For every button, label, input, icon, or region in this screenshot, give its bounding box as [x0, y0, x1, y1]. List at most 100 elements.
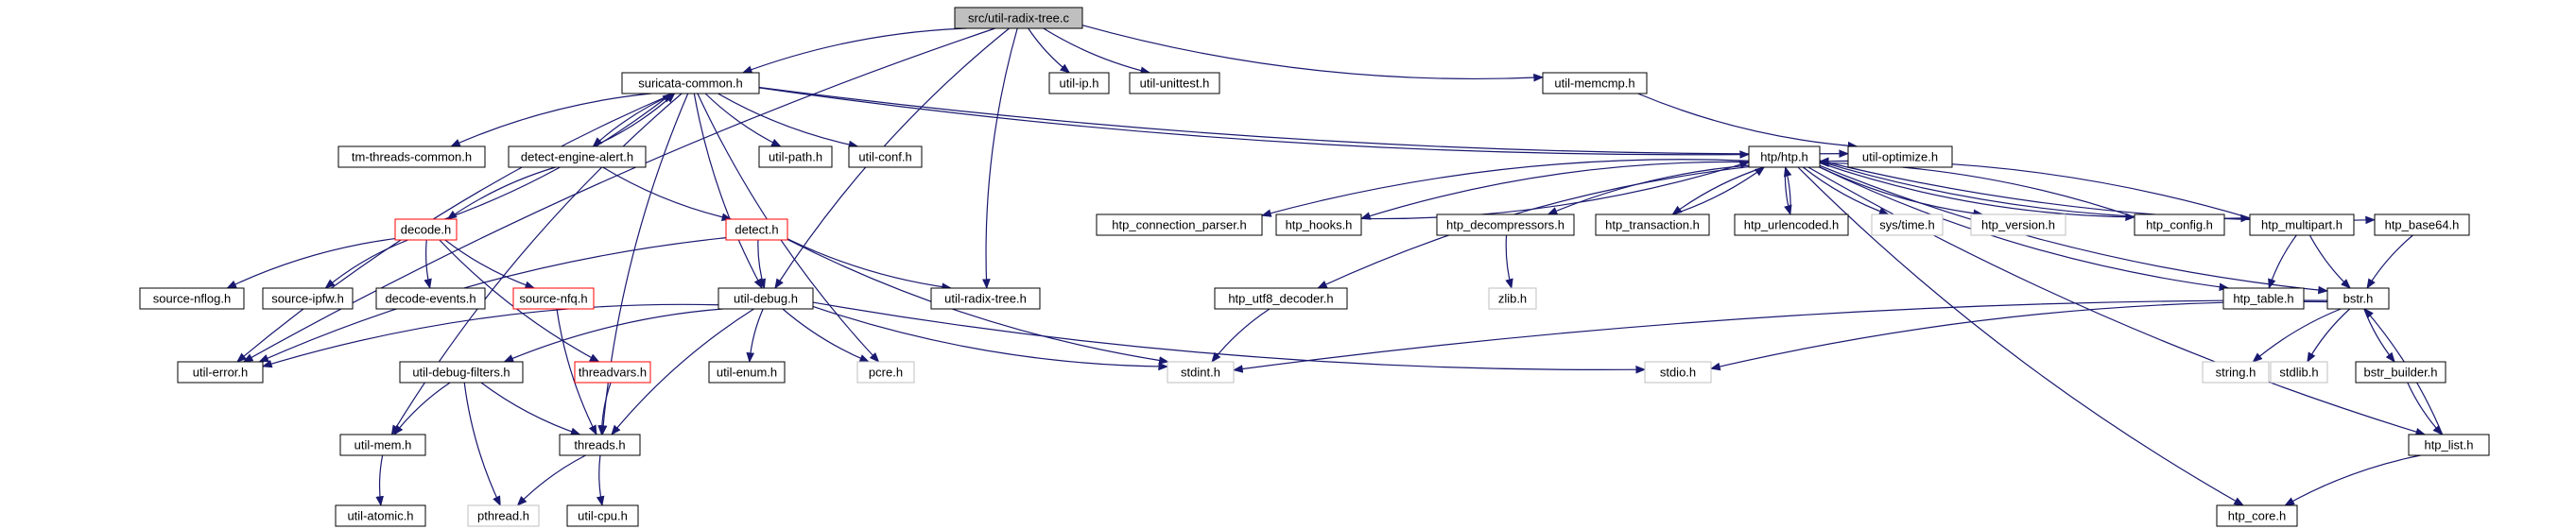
edge-bstr-to-string	[2252, 308, 2342, 363]
node-htp_connection_parser[interactable]: htp_connection_parser.h	[1096, 213, 1263, 236]
node-box	[848, 145, 923, 168]
edge-detect-to-util_radix_tree	[787, 238, 953, 291]
node-threadvars[interactable]: threadvars.h	[574, 361, 651, 384]
node-label: htp_config.h	[2146, 218, 2213, 232]
node-label: source-ipfw.h	[271, 292, 344, 306]
node-htp_config[interactable]: htp_config.h	[2134, 213, 2225, 236]
edge-suricata_common-to-util_debug	[693, 93, 763, 289]
edge-htp-to-htp_base64	[1819, 160, 2377, 225]
node-box	[177, 361, 264, 384]
edge-htp_urlencoded-to-htp	[1783, 165, 1792, 215]
node-htp_table[interactable]: htp_table.h	[2222, 287, 2305, 310]
node-box	[1970, 213, 2066, 236]
node-bstr[interactable]: bstr.h	[2326, 287, 2390, 310]
node-label: htp_base64.h	[2385, 218, 2460, 232]
node-stdlib: stdlib.h	[2270, 361, 2328, 384]
node-box	[2326, 287, 2390, 310]
node-label: src/util-radix-tree.c	[968, 11, 1069, 26]
node-box	[930, 287, 1041, 310]
node-box	[2355, 361, 2446, 384]
node-label: util-radix-tree.h	[944, 292, 1027, 306]
node-util_ip[interactable]: util-ip.h	[1048, 72, 1110, 94]
node-util_conf[interactable]: util-conf.h	[848, 145, 923, 168]
node-label: stdint.h	[1181, 366, 1220, 380]
node-label: decode.h	[401, 223, 452, 237]
edge-threads-to-pthread	[516, 454, 586, 506]
node-string: string.h	[2202, 361, 2270, 384]
edge-suricata_common-to-util_path	[704, 93, 782, 147]
node-label: htp_core.h	[2228, 509, 2286, 523]
edge-util_debug-to-threads	[611, 308, 754, 435]
node-label: util-path.h	[769, 150, 822, 164]
node-label: bstr_builder.h	[2363, 366, 2437, 380]
node-box	[1644, 361, 1712, 384]
node-box	[375, 287, 486, 310]
node-util_mem[interactable]: util-mem.h	[339, 434, 426, 456]
node-box	[1488, 287, 1537, 310]
node-htp_core[interactable]: htp_core.h	[2216, 504, 2298, 527]
node-htp_base64[interactable]: htp_base64.h	[2374, 213, 2470, 236]
edge-bstr-to-bstr_builder	[2363, 308, 2395, 363]
edge-decode-to-source_ipfw	[324, 239, 408, 289]
node-util_memcmp[interactable]: util-memcmp.h	[1542, 72, 1648, 94]
node-htp_list[interactable]: htp_list.h	[2408, 434, 2490, 456]
node-box	[339, 434, 426, 456]
node-util_enum[interactable]: util-enum.h	[708, 361, 786, 384]
node-label: htp_urlencoded.h	[1744, 218, 1839, 232]
node-bstr_builder[interactable]: bstr_builder.h	[2355, 361, 2446, 384]
node-decode[interactable]: decode.h	[394, 218, 458, 241]
node-suricata_common[interactable]: suricata-common.h	[621, 72, 760, 94]
node-htp_urlencoded[interactable]: htp_urlencoded.h	[1734, 213, 1849, 236]
node-util_optimize[interactable]: util-optimize.h	[1847, 145, 1953, 168]
edge-suricata_common-to-util_mem	[390, 93, 683, 435]
node-htp_transaction[interactable]: htp_transaction.h	[1595, 213, 1710, 236]
node-htp_version: htp_version.h	[1970, 213, 2066, 236]
node-source_nfq[interactable]: source-nfq.h	[512, 287, 595, 310]
node-htp_hooks[interactable]: htp_hooks.h	[1275, 213, 1362, 236]
node-label: htp_list.h	[2424, 438, 2473, 452]
node-box	[139, 287, 245, 310]
node-util_debug[interactable]: util-debug.h	[717, 287, 814, 310]
edge-detect-to-util_error	[258, 237, 727, 363]
node-htp_utf8_decoder[interactable]: htp_utf8_decoder.h	[1214, 287, 1348, 310]
node-box	[2270, 361, 2328, 384]
node-threads[interactable]: threads.h	[559, 434, 641, 456]
node-label: pcre.h	[869, 366, 903, 380]
node-box	[1167, 361, 1235, 384]
edge-root-to-util_ip	[1028, 27, 1071, 74]
node-source_ipfw[interactable]: source-ipfw.h	[262, 287, 354, 310]
node-box	[2202, 361, 2270, 384]
node-label: htp_table.h	[2233, 292, 2293, 306]
node-source_nflog[interactable]: source-nflog.h	[139, 287, 245, 310]
node-util_cpu[interactable]: util-cpu.h	[566, 504, 639, 527]
node-htp[interactable]: htp/htp.h	[1748, 145, 1821, 168]
node-util_unittest[interactable]: util-unittest.h	[1129, 72, 1220, 94]
node-box	[574, 361, 651, 384]
node-util_atomic[interactable]: util-atomic.h	[335, 504, 426, 527]
edge-threads-to-util_cpu	[596, 454, 605, 507]
node-util_radix_tree[interactable]: util-radix-tree.h	[930, 287, 1041, 310]
node-detect[interactable]: detect.h	[725, 218, 788, 241]
node-htp_multipart[interactable]: htp_multipart.h	[2249, 213, 2355, 236]
node-htp_decompressors[interactable]: htp_decompressors.h	[1436, 213, 1575, 236]
edge-detect-to-util_debug	[757, 239, 766, 290]
node-detect_engine_alert[interactable]: detect-engine-alert.h	[508, 145, 647, 168]
node-label: util-atomic.h	[347, 509, 413, 523]
node-sys_time: sys/time.h	[1871, 213, 1944, 236]
node-label: util-debug.h	[734, 292, 798, 306]
edges-layer	[226, 25, 2444, 507]
node-box	[1214, 287, 1348, 310]
edge-util_debug-to-util_enum	[746, 308, 764, 364]
node-decode_events[interactable]: decode-events.h	[375, 287, 486, 310]
node-util_path[interactable]: util-path.h	[758, 145, 833, 168]
edge-util_debug_filters-to-threads	[480, 382, 581, 435]
node-util_error[interactable]: util-error.h	[177, 361, 264, 384]
node-root[interactable]: src/util-radix-tree.c	[954, 7, 1083, 29]
node-tm_threads_common[interactable]: tm-threads-common.h	[337, 145, 486, 168]
edge-util_mem-to-util_atomic	[375, 454, 384, 507]
node-label: htp/htp.h	[1760, 150, 1808, 164]
node-label: threads.h	[574, 438, 625, 452]
node-util_debug_filters[interactable]: util-debug-filters.h	[399, 361, 524, 384]
edge-bstr-to-stdint	[1232, 299, 2328, 373]
